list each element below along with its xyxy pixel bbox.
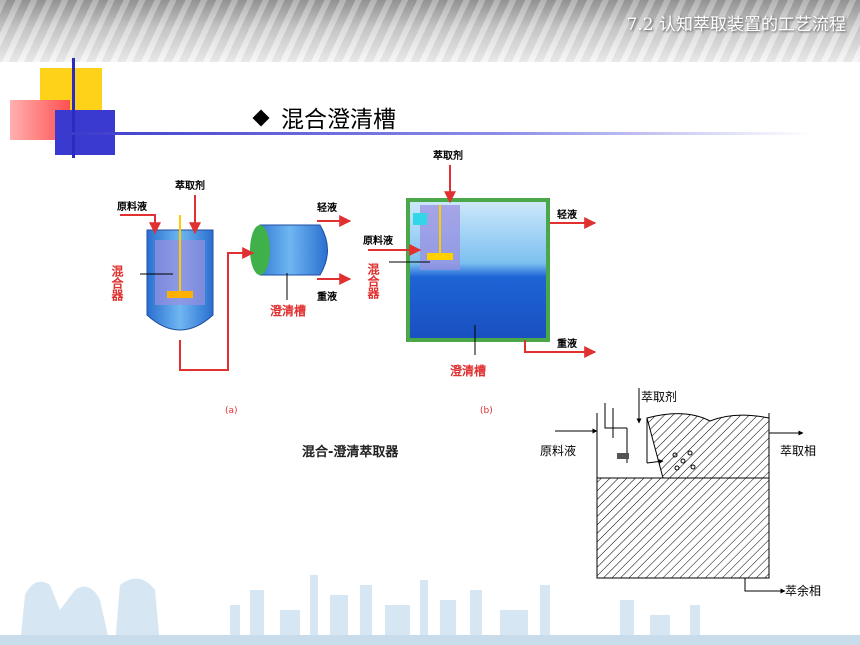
title-underline xyxy=(60,132,810,135)
heavy-label-a: 重液 xyxy=(317,290,337,303)
light-label-b: 轻液 xyxy=(557,208,577,221)
page-title-text: 混合澄清槽 xyxy=(281,107,396,133)
footer-decoration xyxy=(0,575,860,645)
feed-label-a: 原料液 xyxy=(117,200,147,213)
light-label-a: 轻液 xyxy=(317,201,337,214)
extractant-label-a: 萃取剂 xyxy=(175,179,205,192)
sketch-extract-label: 萃取相 xyxy=(780,444,816,458)
mixer-vessel-a xyxy=(146,215,214,331)
sketch-raffinate-label: 萃余相 xyxy=(785,583,821,598)
panel-label-b: (b) xyxy=(480,406,493,416)
sketch-extractant-label: 萃取剂 xyxy=(641,389,677,404)
transfer-arrow-a xyxy=(179,247,255,371)
settler-drum-a xyxy=(250,224,328,276)
diamond-bullet-icon xyxy=(252,109,270,127)
sketch-feed-label: 原料液 xyxy=(540,443,576,458)
settler-tank-b xyxy=(406,198,550,342)
mixer-label-a: 混合器 xyxy=(110,264,124,302)
panel-label-a: (a) xyxy=(225,406,238,416)
figure-caption: 混合-澄清萃取器 xyxy=(302,445,399,460)
feed-label-b: 原料液 xyxy=(363,234,393,247)
heavy-arrow-b xyxy=(524,340,597,358)
header-banner xyxy=(0,0,860,62)
deco-vertical-line xyxy=(72,58,75,158)
mixer-settler-sketch: 萃取剂 原料液 萃取相 萃余相 xyxy=(540,388,821,598)
mixer-label-b: 混合器 xyxy=(366,262,380,300)
page-title: 混合澄清槽 xyxy=(252,100,396,134)
extractant-label-b: 萃取剂 xyxy=(433,149,463,162)
settler-label-a: 澄清槽 xyxy=(270,303,306,318)
mixer-settler-diagram: 原料液 萃取剂 混合器 澄清槽 轻液 重液 (a) 萃取剂 原料液 混合器 轻液… xyxy=(110,149,597,416)
section-title: 7.2 认知萃取装置的工艺流程 xyxy=(626,15,846,35)
settler-label-b: 澄清槽 xyxy=(450,363,486,378)
feed-arrow-a xyxy=(120,214,161,235)
heavy-label-b: 重液 xyxy=(557,337,577,350)
